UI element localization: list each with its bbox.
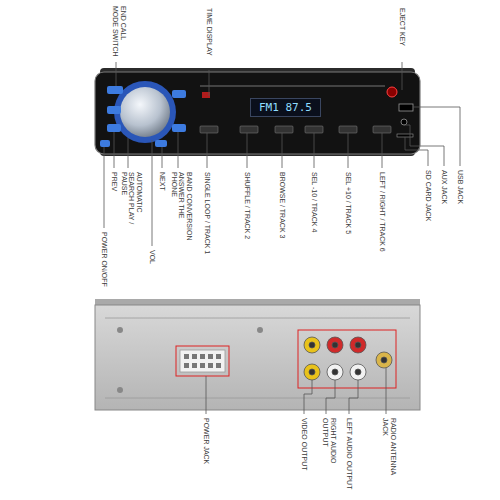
callout-label: NEXT	[158, 172, 166, 212]
callout-label: LEFT / RIGHT / TRACK 6	[378, 172, 386, 272]
callout-label: POWER ON/OFF	[100, 232, 108, 294]
callout-label: END CALL MODE SWITCH	[112, 6, 127, 58]
callout-label: AUTOMATIC SEARCH PLAY / PAUSE	[120, 172, 143, 242]
callout-label: AUX JACK	[440, 170, 448, 230]
callout-label: SHUFFLE / TRACK 2	[243, 172, 251, 267]
callout-label: VIDEO OUTPUT	[300, 418, 308, 490]
callout-label: TIME DISPLAY	[205, 8, 213, 68]
callout-label: BAND CONVERSION ANSWER THE PHONE	[170, 172, 193, 242]
display-text: FM1 87.5	[259, 101, 312, 114]
callout-label: SINGLE LOOP / TRACK 1	[203, 172, 211, 267]
callout-label: EJECT KEY	[398, 8, 406, 60]
callout-label: SEL -10 / TRACK 4	[310, 172, 318, 267]
callout-label: PREV	[110, 172, 118, 212]
lcd-display: FM1 87.5	[250, 98, 321, 117]
callout-label: BROWSE / TRACK 3	[278, 172, 286, 267]
callout-label: RIGHT AUDIO OUTPUT	[322, 418, 337, 494]
callout-label: VOL	[148, 250, 156, 280]
callout-label: POWER JACK	[202, 418, 210, 490]
callout-label: SD CARD JACK	[424, 170, 432, 240]
callout-label: SEL +10 / TRACK 5	[344, 172, 352, 267]
callout-label: RADIO ANTENNA JACK	[382, 418, 397, 494]
callout-label: LEFT AUDIO OUTPUT	[345, 418, 353, 494]
callout-label: USB JACK	[456, 170, 464, 230]
